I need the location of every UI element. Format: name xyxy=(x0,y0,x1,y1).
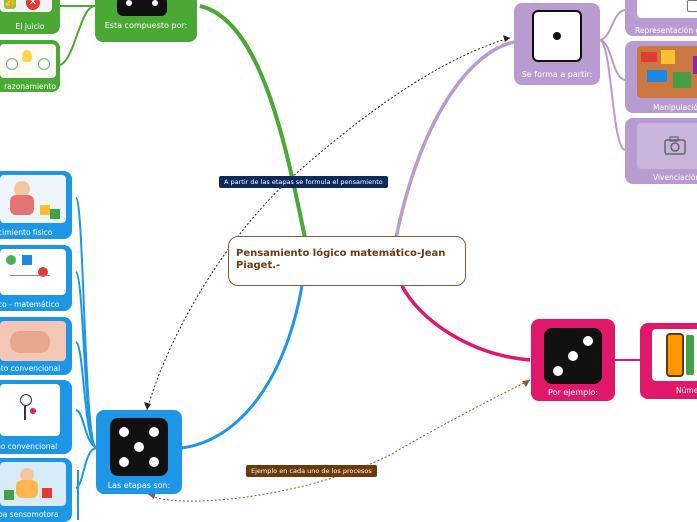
subtopic-label: El juicio xyxy=(15,22,45,31)
topic-se-forma[interactable]: Se forma a partir: xyxy=(514,3,600,85)
subtopic-label: no convencional xyxy=(0,442,58,451)
subtopic-no-convencional[interactable]: no convencional xyxy=(0,380,72,454)
subtopic-label: Representación g xyxy=(635,26,697,35)
blue-branch-line xyxy=(181,285,304,450)
dice-icon xyxy=(117,0,167,16)
relationship-line-1 xyxy=(146,37,511,411)
representacion-image xyxy=(637,0,697,18)
juicio-image: 👍 ✕ xyxy=(0,0,52,12)
subtopic-label: conocimiento físico xyxy=(0,228,53,237)
camera-icon xyxy=(664,136,686,155)
razonamiento-image xyxy=(0,44,56,78)
central-topic[interactable]: Pensamiento lógico matemático-Jean Piage… xyxy=(228,236,466,286)
drawing-image xyxy=(0,384,60,436)
subtopic-vivenciacion[interactable]: Vivenciación xyxy=(625,118,697,184)
relationship-label-2[interactable]: Ejemplo en cada uno de los procesos xyxy=(246,465,377,477)
subtopic-numeros[interactable]: Núme xyxy=(640,323,697,399)
subtopic-el-juicio[interactable]: 👍 ✕ El juicio xyxy=(0,0,60,34)
subtopic-representacion[interactable]: Representación g xyxy=(625,0,697,36)
hands-image xyxy=(0,321,66,361)
topic-las-etapas[interactable]: Las etapas son: xyxy=(96,410,182,494)
subtopic-label: nto convencional xyxy=(0,364,61,373)
subtopic-label: razonamiento xyxy=(4,82,56,91)
dice-icon xyxy=(532,10,582,62)
subtopic-manipulacion[interactable]: Manipulación xyxy=(625,41,697,113)
subtopic-label: Vivenciación xyxy=(653,173,697,182)
relationship-label-1[interactable]: A partir de las etapas se formula el pen… xyxy=(219,176,388,188)
dice-icon xyxy=(110,418,168,476)
topic-label: Esta compuesto por: xyxy=(104,21,188,30)
green-branch-line xyxy=(199,4,307,239)
subtopic-razonamiento[interactable]: razonamiento xyxy=(0,40,60,92)
central-topic-text: Pensamiento lógico matemático-Jean Piage… xyxy=(236,248,446,271)
dice-icon xyxy=(544,328,602,384)
child-toys-image xyxy=(0,175,66,223)
subtopic-conocimiento-convencional[interactable]: nto convencional xyxy=(0,317,72,375)
topic-esta-compuesto[interactable]: Esta compuesto por: xyxy=(95,0,197,42)
logic-sheet-image xyxy=(0,249,66,295)
cross-icon: ✕ xyxy=(26,0,40,10)
lightbulb-icon xyxy=(22,50,32,62)
subtopic-logico-matematico[interactable]: co - matemático xyxy=(0,245,72,311)
topic-label: Se forma a partir: xyxy=(521,70,593,79)
number-one-image xyxy=(652,329,697,381)
vivenciacion-image xyxy=(637,123,697,169)
subtopic-label: Manipulación xyxy=(653,103,697,112)
topic-label: Por ejemplo: xyxy=(547,388,598,397)
subtopic-conocimiento-fisico[interactable]: conocimiento físico xyxy=(0,171,72,239)
topic-label: Las etapas son: xyxy=(107,481,171,490)
subtopic-label: Núme xyxy=(676,386,697,395)
baby-blocks-image xyxy=(0,462,66,506)
subtopic-etapa-sensomotora[interactable]: pa sensomotora xyxy=(0,458,72,522)
subtopic-label: pa sensomotora xyxy=(0,510,59,519)
relationship-line-2 xyxy=(147,379,531,502)
subtopic-label: co - matemático xyxy=(0,300,60,309)
topic-por-ejemplo[interactable]: Por ejemplo: xyxy=(531,319,615,401)
manipulacion-image xyxy=(637,46,697,98)
thumbs-up-icon: 👍 xyxy=(4,0,16,9)
pink-branch-line xyxy=(400,285,531,362)
purple-branch-line xyxy=(394,40,516,239)
